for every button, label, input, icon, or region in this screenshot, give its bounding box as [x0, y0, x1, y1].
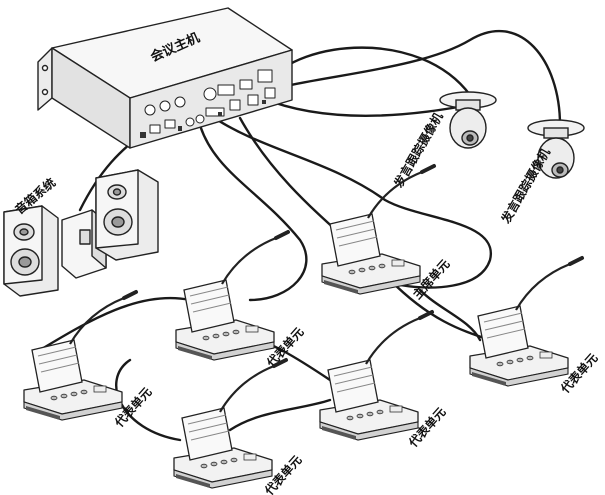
cables [38, 29, 562, 442]
camera-1 [439, 91, 497, 149]
cable-delegate-left [38, 296, 192, 352]
camera-2 [527, 119, 585, 179]
host-unit [37, 7, 293, 149]
delegate-unit-5 [172, 358, 288, 490]
chairman-unit [320, 164, 436, 296]
delegate-unit-2 [22, 290, 138, 422]
cable-host-delegates [196, 116, 308, 302]
speaker-system [3, 169, 159, 297]
cable-delegate-center-2 [228, 398, 332, 432]
camera-2-label: 发言跟踪摄像机 [497, 145, 552, 226]
camera-1-label: 发言跟踪摄像机 [390, 110, 445, 191]
delegate-unit-4 [318, 310, 434, 442]
cable-host-chairman [208, 113, 492, 289]
cable-host-camera-2 [260, 29, 562, 127]
cable-chairman-delegate-right [418, 288, 482, 342]
delegate-unit-3 [468, 256, 584, 388]
